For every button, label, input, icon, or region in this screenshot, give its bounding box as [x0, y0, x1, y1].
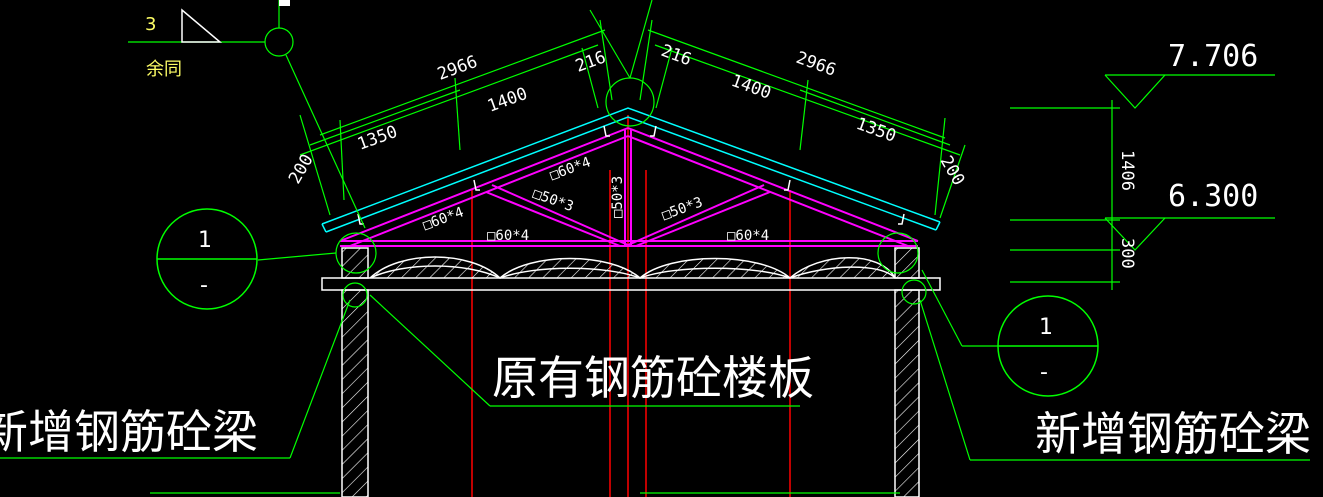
ridge-detail-circle	[605, 77, 655, 127]
ext-line	[939, 144, 966, 219]
ext-line	[799, 79, 809, 151]
purlin-mark	[898, 213, 905, 225]
member-right-bottom: □60*4	[727, 228, 769, 244]
section-symbol-left	[156, 208, 258, 310]
section-right-number: 1	[1039, 315, 1053, 340]
label-new-beam-right: 新增钢筋砼梁	[1035, 407, 1311, 461]
top-detail-reference: 3 余同	[145, 8, 223, 80]
roof-sheeting	[321, 107, 941, 233]
dim-line	[647, 29, 946, 139]
member-right-diagonal: □50*3	[660, 194, 705, 223]
right-wall	[894, 289, 920, 497]
dim-right-1400: 1400	[728, 71, 773, 104]
member-center-post: □50*3	[610, 176, 626, 218]
ext-line	[599, 19, 613, 101]
top-chord-right	[627, 127, 919, 242]
left-diagonal-2	[485, 191, 621, 247]
right-diagonal	[627, 184, 765, 246]
dimension-texts: 2966 1400 216 1350 200 216 1400 2966 135…	[285, 41, 968, 189]
leader-line	[589, 9, 631, 79]
level-dim-300: 300	[1117, 238, 1137, 269]
dim-line	[654, 44, 961, 156]
leader-line	[921, 269, 963, 347]
ref-note: 余同	[146, 59, 182, 80]
member-left-diagonal: □50*3	[531, 186, 576, 215]
purlin-mark	[650, 125, 657, 137]
leader-line	[289, 299, 351, 459]
existing-slab	[321, 256, 941, 291]
dim-line	[799, 89, 951, 146]
dim-left-1400: 1400	[485, 84, 530, 117]
top-chord-left-2	[349, 135, 629, 247]
level-mid: 6.300	[1168, 179, 1258, 214]
right-beam-circle	[901, 279, 927, 305]
dim-left-1350: 1350	[355, 122, 400, 155]
left-wall	[341, 289, 369, 497]
roof-top-line	[321, 107, 941, 225]
section-left-number: 1	[198, 228, 212, 253]
slab-band	[321, 277, 941, 291]
flag-icon	[279, 0, 290, 6]
dim-line	[309, 89, 461, 146]
leader-line	[257, 252, 337, 261]
ext-line	[655, 47, 673, 109]
ext-line	[639, 19, 653, 101]
slab-arch-bottom	[369, 265, 896, 279]
steel-truss	[339, 127, 919, 247]
leader-line	[919, 299, 971, 461]
leader-line	[629, 0, 653, 79]
right-diagonal-2	[635, 191, 771, 247]
member-left-top: □60*4	[487, 228, 529, 244]
walls	[341, 247, 920, 497]
right-eave-circle	[877, 232, 919, 274]
roof-edge-right	[935, 221, 941, 231]
level-top: 7.706	[1168, 39, 1258, 74]
dim-line	[299, 44, 599, 156]
dim-line	[319, 29, 606, 136]
ext-line	[581, 47, 599, 109]
section-right-sub: -	[1040, 360, 1048, 385]
level-marker-mid	[1104, 217, 1166, 251]
ext-line	[299, 114, 331, 216]
level-annotations: 7.706 6.300 1406 300	[1117, 39, 1258, 269]
top-chord-right-2	[627, 135, 909, 247]
purlin-mark	[603, 125, 610, 137]
leader-line	[285, 54, 366, 229]
dim-left-2966: 2966	[435, 52, 480, 85]
top-chord-left	[339, 127, 629, 242]
level-marker-top	[1104, 74, 1166, 109]
left-diagonal	[491, 184, 629, 246]
purlin-mark	[473, 179, 480, 191]
section-left-sub: -	[200, 273, 208, 298]
roof-edge-left	[321, 223, 327, 233]
top-ref-circle	[264, 27, 294, 57]
section-symbol-right	[997, 295, 1099, 397]
label-new-beam-left: 新增钢筋砼梁	[0, 405, 258, 459]
level-dim-1406: 1406	[1117, 150, 1137, 191]
ref-triangle-icon	[181, 8, 223, 43]
roof-bottom-line	[325, 116, 937, 233]
leader-line	[369, 294, 491, 407]
dim-right-2966: 2966	[793, 48, 838, 81]
left-beam-circle	[342, 282, 368, 308]
purlin-mark	[784, 179, 791, 191]
ref-number: 3	[145, 14, 156, 35]
ext-line	[454, 77, 461, 151]
ext-line	[934, 117, 946, 216]
label-existing-slab: 原有钢筋砼楼板	[492, 351, 814, 405]
ext-line	[339, 119, 345, 201]
